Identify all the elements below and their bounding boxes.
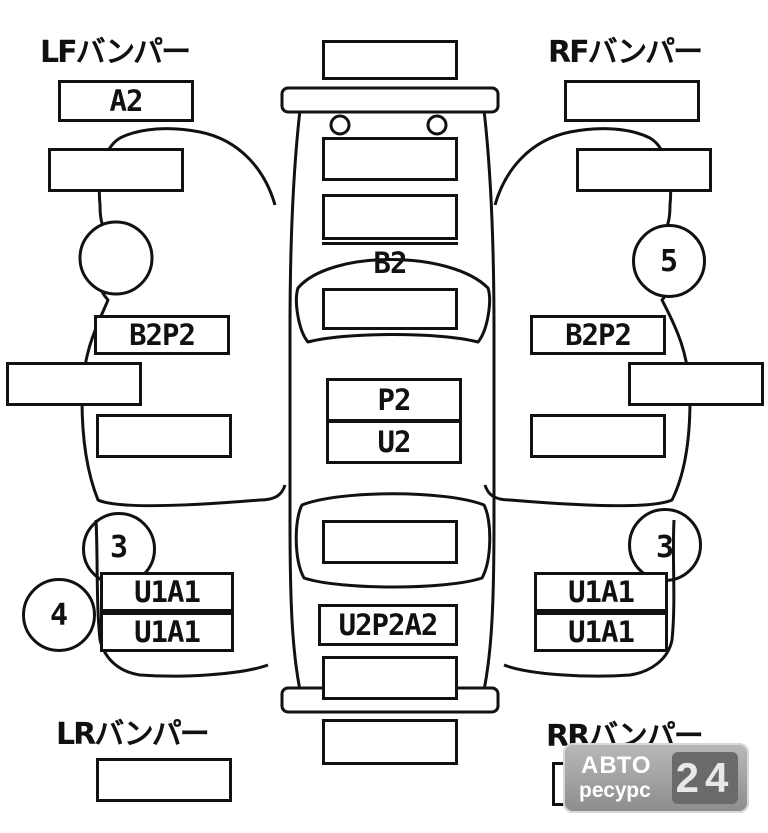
left-headlight (329, 114, 351, 136)
rear-panel-box (322, 656, 458, 700)
lf-bumper-code-text: A2 (109, 83, 144, 118)
left-rear-lower-text: U1A1 (134, 614, 201, 649)
rear-window-box (322, 520, 458, 564)
right-rear-lower-box: U1A1 (534, 612, 668, 652)
right-front-door-box: B2P2 (530, 315, 666, 355)
left-rear-upper-box: U1A1 (100, 572, 234, 612)
left-front-door-box: B2P2 (94, 315, 230, 355)
windshield-box (322, 288, 458, 330)
right-fender-box (576, 148, 712, 192)
rear-window (294, 492, 492, 589)
right-rear-upper-box: U1A1 (534, 572, 668, 612)
left-rear-lower-box: U1A1 (100, 612, 234, 652)
right-front-door-code-text: B2P2 (565, 317, 632, 352)
left-mirror-box (6, 362, 142, 406)
left-rear-upper-text: U1A1 (134, 574, 201, 609)
trunk-code-text: U2P2A2 (338, 607, 439, 642)
roof-code-upper-text: P2 (377, 382, 412, 417)
right-front-wheel-marker: 5 (632, 224, 706, 298)
right-rear-wheel-marker: 3 (628, 508, 702, 582)
left-rear-callout-marker: 4 (22, 578, 96, 652)
right-rear-upper-text: U1A1 (568, 574, 635, 609)
watermark-line2: ресурс (579, 779, 651, 802)
lr-bumper-box (96, 758, 232, 802)
lf-bumper-label: LFバンパー (40, 35, 191, 70)
windshield (294, 258, 492, 344)
watermark-line1: АВТО (581, 752, 652, 779)
front-bumper-bar (280, 86, 500, 114)
watermark-logo: АВТО ресурс 24 (563, 743, 749, 813)
right-rear-wheel-marker-text: 3 (655, 529, 675, 565)
right-headlight (426, 114, 448, 136)
roof-code-lower-text: U2 (377, 424, 412, 459)
left-front-wheel (78, 220, 154, 296)
rf-bumper-box (564, 80, 700, 122)
rf-bumper-label: RFバンパー (548, 35, 703, 70)
roof-code-lower-box: U2 (326, 420, 462, 464)
left-rear-callout-text: 4 (49, 597, 69, 633)
lf-bumper-code-box: A2 (58, 80, 194, 122)
hood-box (322, 194, 458, 240)
hood-front-box (322, 137, 458, 181)
left-rear-wheel-marker-text: 3 (109, 529, 129, 565)
right-mirror-box (628, 362, 764, 406)
right-rear-lower-text: U1A1 (568, 614, 635, 649)
lr-bumper-label: LRバンパー (56, 717, 210, 752)
left-fender-box (48, 148, 184, 192)
rear-bumper-box (322, 719, 458, 765)
front-bumper-box (322, 40, 458, 80)
watermark-number: 24 (672, 752, 738, 804)
trunk-code-box: U2P2A2 (318, 604, 458, 646)
roof-code-upper-box: P2 (326, 378, 462, 422)
hood-code: B2 (322, 242, 458, 282)
right-rear-door-box (530, 414, 666, 458)
left-rear-door-box (96, 414, 232, 458)
hood-code-text: B2 (373, 246, 408, 280)
right-front-wheel-marker-text: 5 (659, 243, 679, 279)
left-front-door-code-text: B2P2 (129, 317, 196, 352)
